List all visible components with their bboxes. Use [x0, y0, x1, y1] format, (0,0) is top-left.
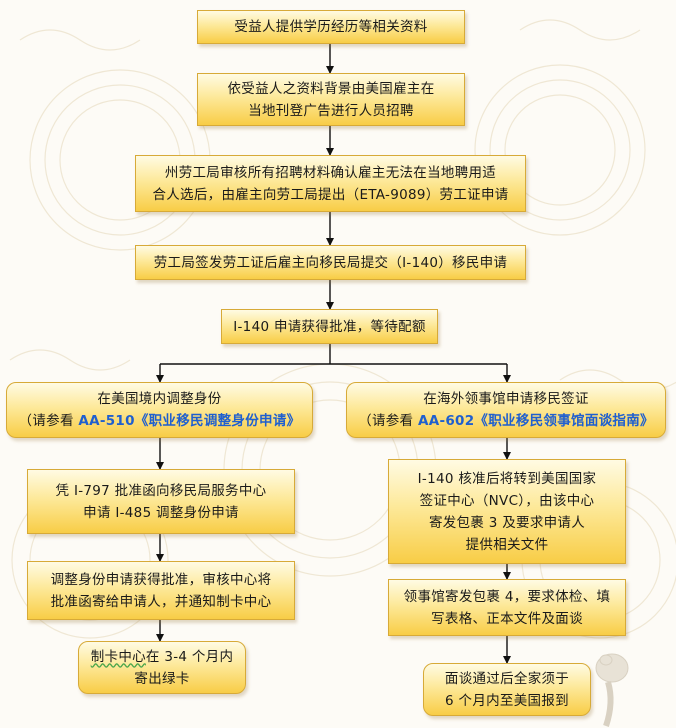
branch-adjustment-reference-prefix: （请参看 — [18, 413, 79, 429]
branch-consular-processing: 在海外领事馆申请移民签证 （请参看 AA-602《职业移民领事馆面谈指南》 — [346, 382, 666, 438]
step-packet-4-interview-line1: 领事馆寄发包裹 4，要求体检、填 — [403, 588, 611, 605]
step-i140-petition-text: 劳工局签发劳工证后雇主向移民局提交（I-140）移民申请 — [153, 254, 508, 271]
step-provide-documents-text: 受益人提供学历经历等相关资料 — [234, 19, 428, 35]
step-adjustment-approved: 调整身份申请获得批准，审核中心将 批准函寄给申请人，并通知制卡中心 — [27, 561, 295, 620]
branch-adjustment-reference: （请参看 AA-510《职业移民调整身份申请》 — [19, 410, 301, 432]
step-report-to-us: 面谈通过后全家须于 6 个月内至美国报到 — [423, 663, 591, 716]
step-packet-4-interview: 领事馆寄发包裹 4，要求体检、填 写表格、正本文件及面谈 — [388, 579, 626, 636]
step-employer-recruitment-line2: 当地刊登广告进行人员招聘 — [248, 102, 414, 119]
step-i140-approval: I-140 申请获得批准，等待配额 — [221, 309, 438, 344]
step-employer-recruitment-line1: 依受益人之资料背景由美国雇主在 — [227, 80, 435, 97]
step-green-card-mailed: 制卡中心在 3-4 个月内 寄出绿卡 — [78, 641, 246, 694]
step-employer-recruitment: 依受益人之资料背景由美国雇主在 当地刊登广告进行人员招聘 — [197, 73, 465, 126]
step-adjustment-approved-line2: 批准函寄给申请人，并通知制卡中心 — [50, 593, 272, 610]
branch-consular-title: 在海外领事馆申请移民签证 — [423, 391, 589, 407]
card-production-center-text: 制卡中心 — [90, 648, 146, 665]
step-report-to-us-line1: 面谈通过后全家须于 — [444, 670, 570, 687]
branch-consular-reference-prefix: （请参看 — [358, 413, 418, 429]
step-nvc-processing: I-140 核准后将转到美国国家 签证中心（NVC），由该中心 寄发包裹 3 及… — [388, 459, 626, 564]
step-i140-approval-text: I-140 申请获得批准，等待配额 — [233, 318, 426, 335]
step-report-to-us-line2: 6 个月内至美国报到 — [445, 692, 569, 709]
step-i140-petition: 劳工局签发劳工证后雇主向移民局提交（I-140）移民申请 — [135, 245, 526, 280]
step-nvc-processing-line1: I-140 核准后将转到美国国家 — [417, 470, 597, 487]
step-nvc-processing-line4: 提供相关文件 — [465, 536, 549, 553]
branch-adjustment-of-status: 在美国境内调整身份 （请参看 AA-510《职业移民调整身份申请》 — [6, 382, 313, 438]
branch-adjustment-title: 在美国境内调整身份 — [97, 391, 222, 407]
step-green-card-mailed-line1: 制卡中心在 3-4 个月内 — [91, 646, 234, 668]
aa510-guide-link[interactable]: AA-510《职业移民调整身份申请》 — [78, 413, 301, 429]
step-labor-certification-filing: 州劳工局审核所有招聘材料确认雇主无法在当地聘用适 合人选后，由雇主向劳工局提出（… — [135, 155, 526, 212]
decorative-ornament — [595, 653, 629, 727]
step-nvc-processing-line2: 签证中心（NVC），由该中心 — [419, 492, 595, 509]
step-labor-certification-filing-line2: 合人选后，由雇主向劳工局提出（ETA-9089）劳工证申请 — [152, 186, 509, 203]
step-provide-documents: 受益人提供学历经历等相关资料 — [197, 10, 465, 44]
step-file-i485: 凭 I-797 批准函向移民局服务中心 申请 I-485 调整身份申请 — [27, 469, 295, 534]
step-nvc-processing-line3: 寄发包裹 3 及要求申请人 — [428, 514, 586, 531]
step-adjustment-approved-line1: 调整身份申请获得批准，审核中心将 — [50, 571, 272, 588]
step-green-card-mailed-line2: 寄出绿卡 — [134, 670, 190, 687]
step-file-i485-line1: 凭 I-797 批准函向移民局服务中心 — [55, 482, 267, 499]
step-labor-certification-filing-line1: 州劳工局审核所有招聘材料确认雇主无法在当地聘用适 — [164, 164, 497, 181]
green-card-timeframe-text: 在 3-4 个月内 — [145, 648, 234, 665]
step-packet-4-interview-line2: 写表格、正本文件及面谈 — [431, 610, 583, 627]
step-file-i485-line2: 申请 I-485 调整身份申请 — [83, 504, 239, 521]
branch-consular-reference: （请参看 AA-602《职业移民领事馆面谈指南》 — [358, 410, 654, 432]
aa602-guide-link[interactable]: AA-602《职业移民领事馆面谈指南》 — [417, 413, 654, 429]
